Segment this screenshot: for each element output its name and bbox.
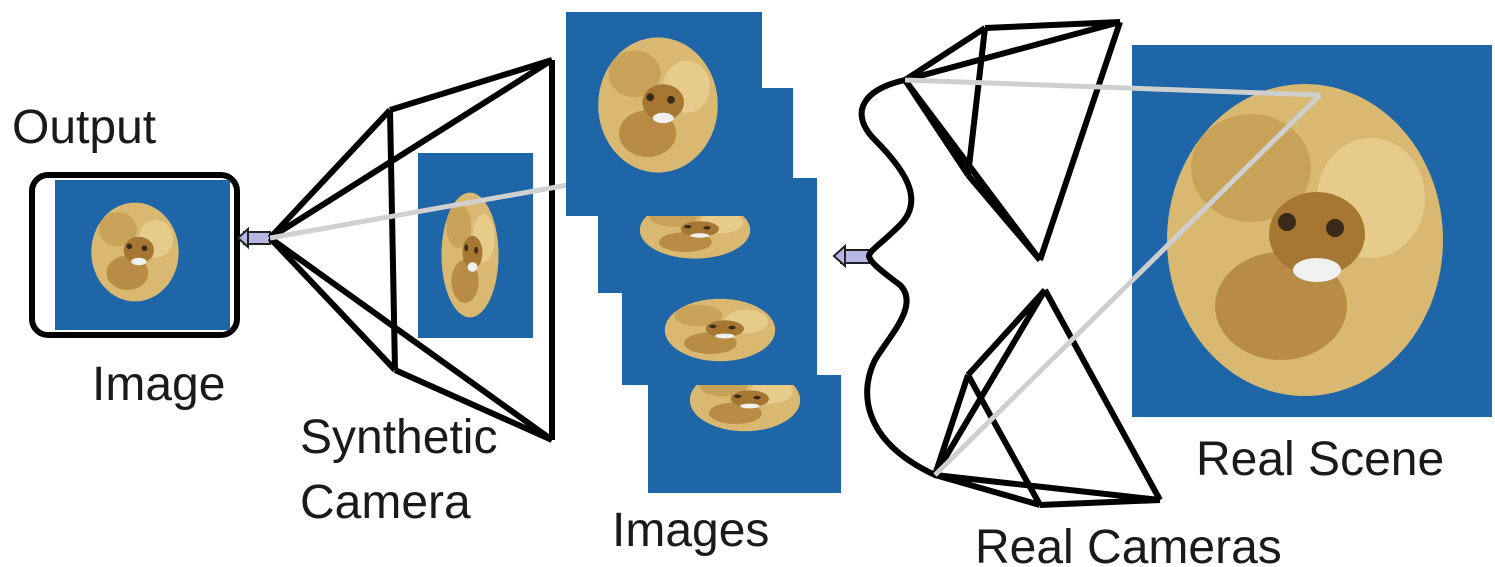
images-label: Images (612, 504, 769, 557)
synthetic-image-plane (418, 153, 533, 338)
stack-image-top (566, 12, 762, 216)
stack-image-3 (622, 285, 817, 385)
arrow-to-images-icon (834, 246, 869, 266)
real-scene-label: Real Scene (1196, 433, 1444, 486)
real-camera-curve (862, 80, 935, 475)
synthetic-camera-label-line2: Camera (300, 476, 471, 529)
stack-image-4 (648, 369, 841, 493)
arrow-to-output-icon (238, 229, 270, 247)
synthetic-camera-label-line1: Synthetic (300, 411, 497, 464)
real-camera-frustum-bottom (935, 290, 1160, 505)
real-camera-frustum-top (905, 22, 1120, 260)
image-label: Image (92, 358, 225, 411)
real-cameras-label: Real Cameras (975, 521, 1282, 567)
image-stack (566, 12, 841, 493)
output-image (32, 175, 237, 335)
output-label: Output (12, 101, 156, 154)
